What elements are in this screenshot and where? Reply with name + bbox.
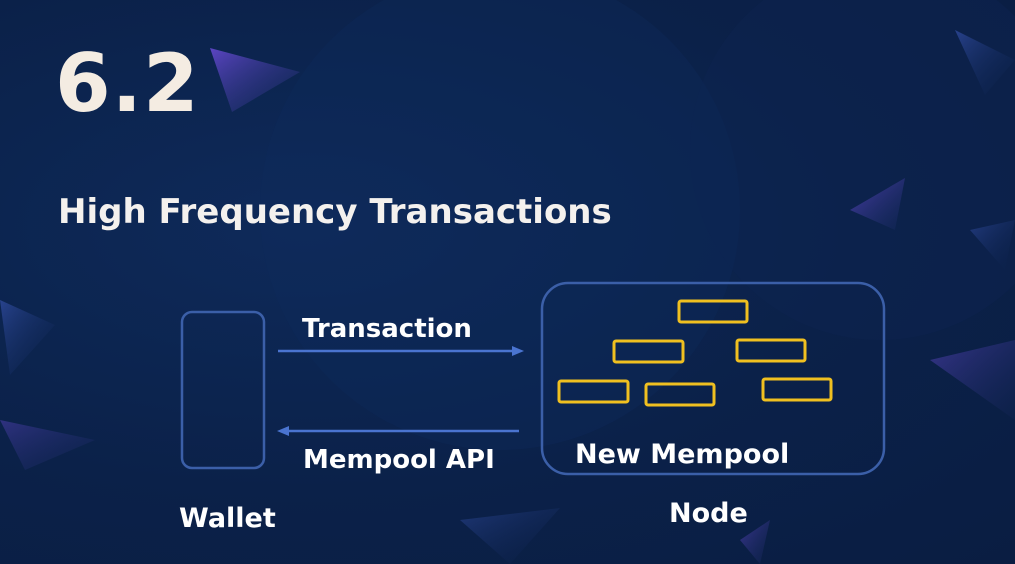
mempool-transaction: [644, 382, 716, 407]
bg-triangle: [930, 340, 1015, 420]
bg-triangle: [740, 520, 770, 564]
mempool-transaction: [612, 339, 685, 364]
mempool-api-arrow: [277, 426, 519, 436]
mempool-transaction: [761, 377, 833, 402]
slide-title: High Frequency Transactions: [58, 192, 612, 232]
bg-circle: [690, 0, 1015, 340]
mempool-transaction: [735, 338, 807, 363]
mempool-transaction: [557, 379, 630, 404]
section-number: 6.2: [55, 37, 200, 130]
bg-triangle: [955, 30, 1015, 95]
transaction-arrow: [278, 346, 524, 356]
node-box: [540, 281, 886, 476]
bg-triangle: [210, 48, 300, 112]
bg-circle: [260, 0, 740, 450]
new-mempool-label: New Mempool: [575, 439, 790, 470]
bg-triangle: [970, 220, 1015, 270]
bg-triangle: [460, 508, 560, 564]
mempool-transaction: [677, 299, 749, 324]
bg-triangle: [0, 420, 95, 470]
node-label: Node: [669, 498, 748, 529]
bg-triangle: [0, 300, 55, 375]
wallet-label: Wallet: [179, 503, 276, 534]
transaction-label: Transaction: [302, 314, 472, 344]
mempool-transactions: [557, 299, 833, 407]
bg-triangle: [850, 178, 905, 230]
mempool-api-label: Mempool API: [303, 445, 495, 475]
wallet-box: [180, 310, 266, 470]
